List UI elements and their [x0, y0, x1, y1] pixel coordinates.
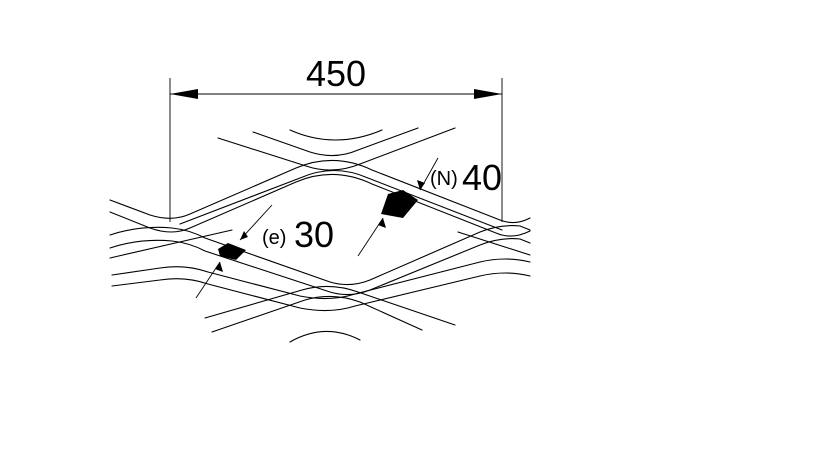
- mesh-strand: [252, 127, 419, 157]
- arrowhead-right-icon: [474, 89, 502, 99]
- arrowhead-left-icon: [170, 89, 198, 99]
- mesh-strand: [211, 295, 423, 333]
- strand-e-prefix: (e): [262, 227, 286, 249]
- mesh-strand: [111, 272, 531, 312]
- mesh-strand: [109, 159, 531, 224]
- strand-e-section: [218, 243, 246, 260]
- leader-arrowhead-icon: [215, 262, 223, 272]
- mesh-strand: [109, 238, 531, 296]
- mesh-strand: [204, 285, 456, 326]
- mesh-strand: [109, 225, 531, 286]
- mesh-strands: [109, 127, 531, 343]
- mesh-strand: [289, 129, 383, 141]
- leader-arrowhead-icon: [417, 180, 425, 190]
- mesh-strand: [289, 330, 361, 343]
- strand-n-value: 40: [462, 157, 502, 198]
- strand-n-callout: (N) 40: [357, 157, 502, 257]
- strand-e-callout: (e) 30: [195, 204, 334, 299]
- strand-e-value: 30: [294, 214, 334, 255]
- leader-arrowhead-icon: [240, 231, 248, 240]
- mesh-strand: [457, 231, 531, 256]
- width-dimension: 450: [169, 53, 503, 222]
- leader-arrowhead-icon: [378, 218, 386, 228]
- mesh-strand: [111, 258, 531, 300]
- strand-n-prefix: (N): [430, 168, 458, 190]
- mesh-strand: [179, 170, 503, 231]
- strand-n-section: [381, 190, 418, 218]
- mesh-strand: [217, 127, 456, 171]
- width-label: 450: [306, 53, 366, 94]
- mesh-strand: [109, 173, 531, 237]
- mesh-strand: [109, 229, 233, 259]
